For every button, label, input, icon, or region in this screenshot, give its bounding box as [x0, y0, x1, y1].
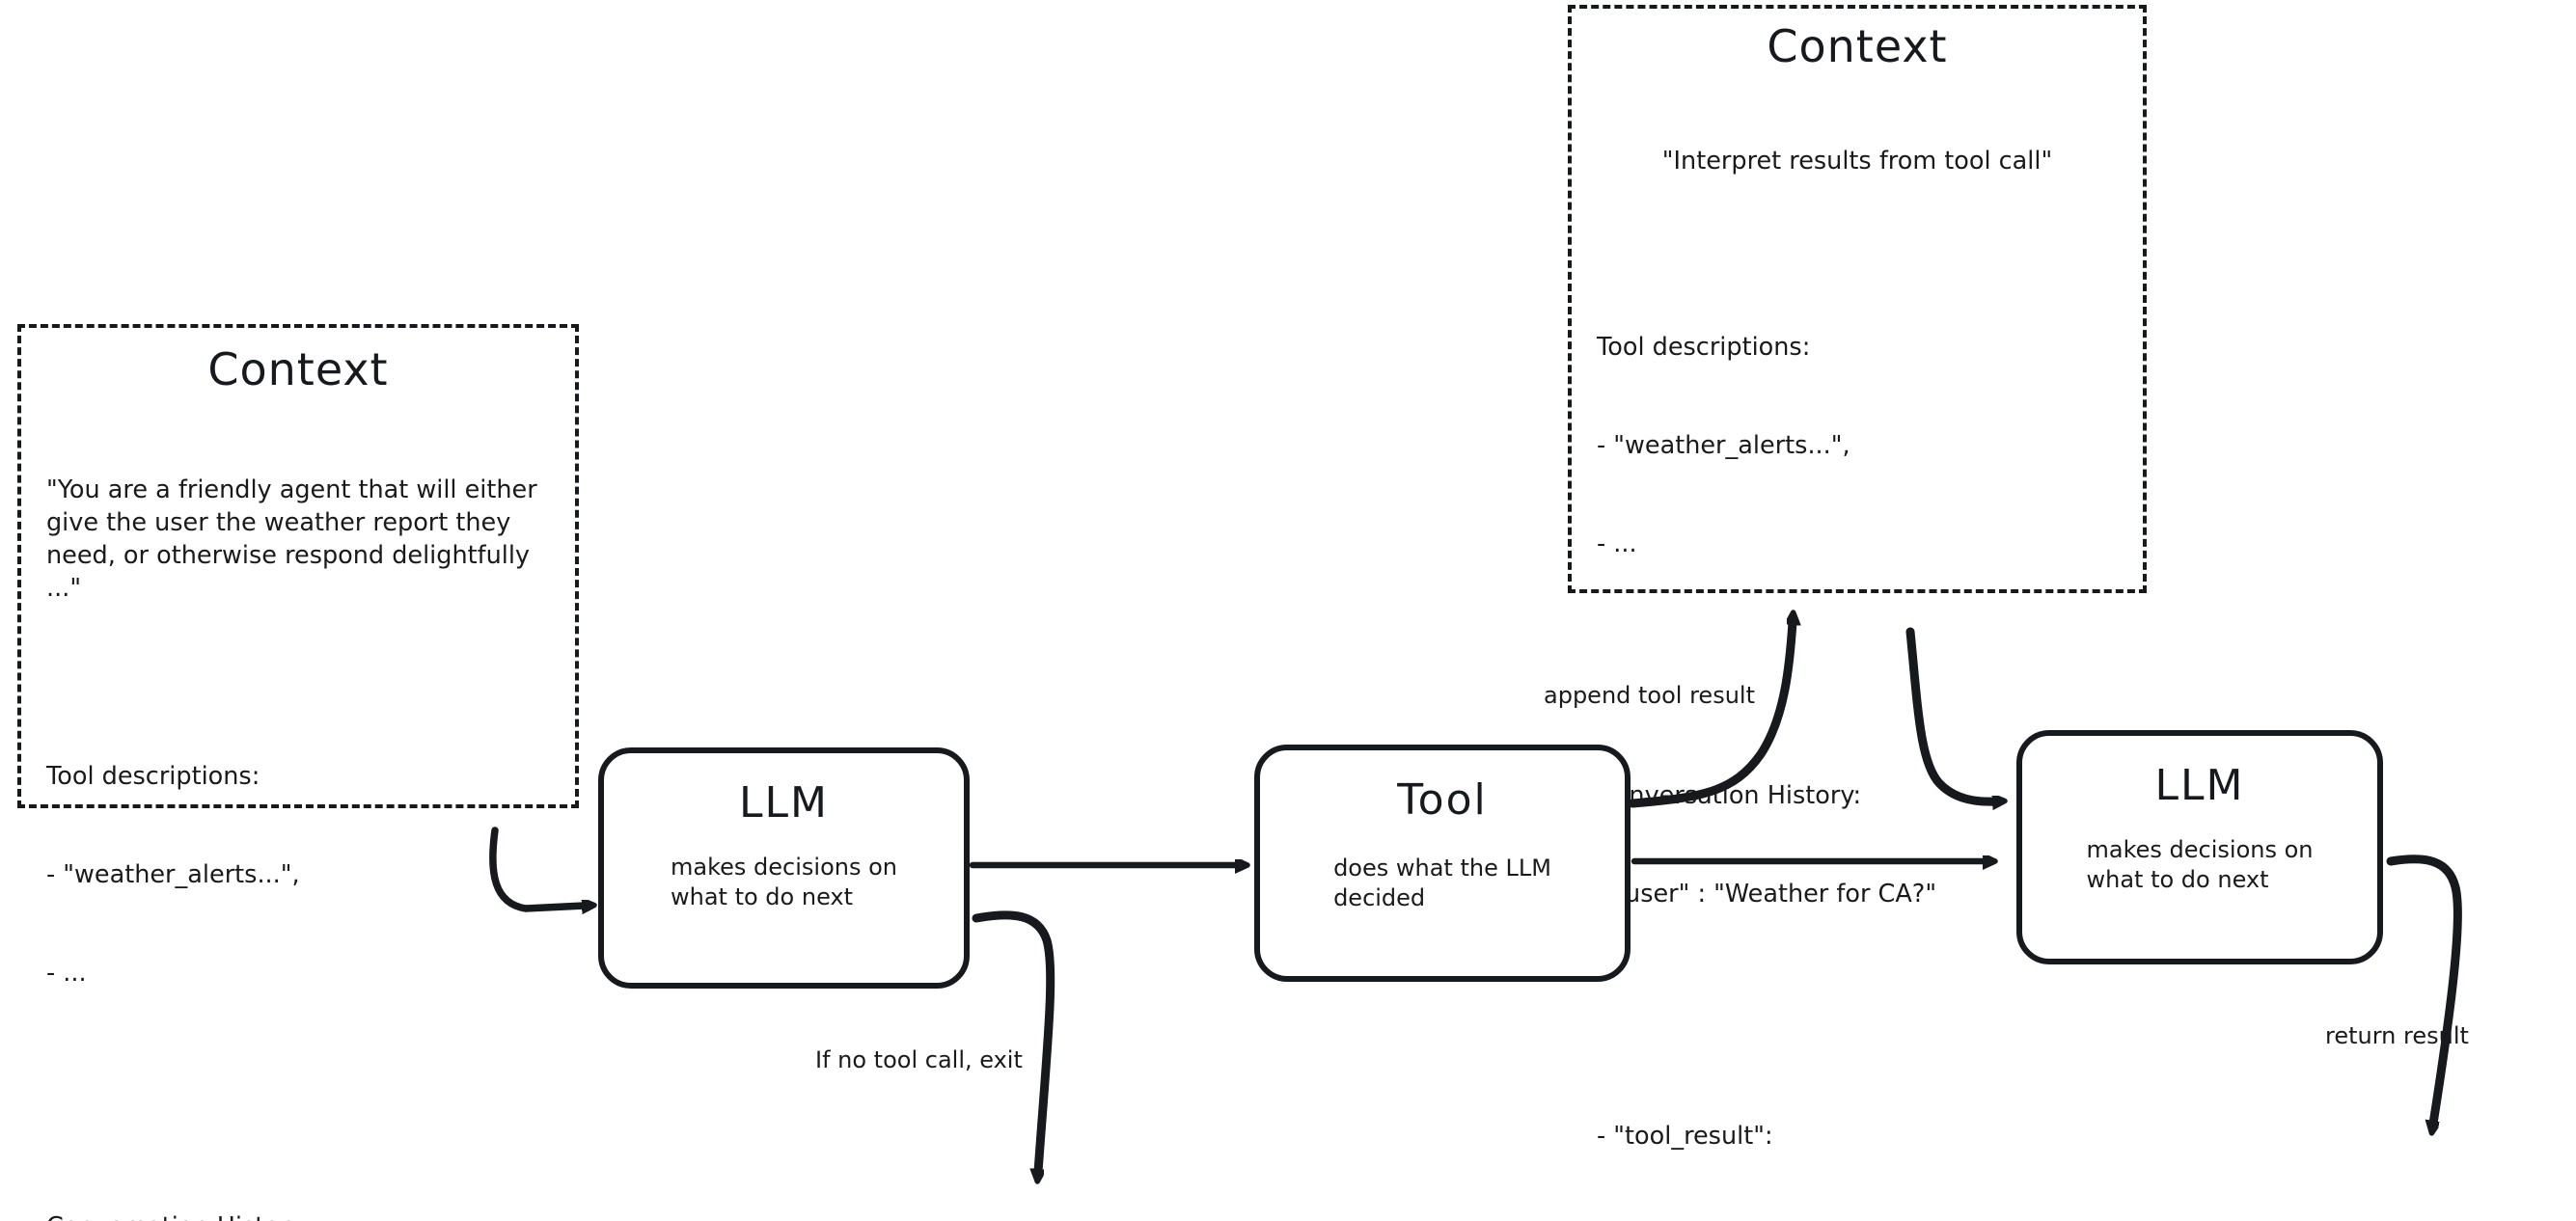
context-card-left: Context "You are a friendly agent that w…	[17, 324, 579, 1221]
context-right-tool-header: Tool descriptions:	[1597, 333, 1811, 363]
node-llm-1-subtitle: makes decisions on what to do next	[671, 854, 897, 910]
context-right-tool-item-1: - "weather_alerts...",	[1597, 431, 1850, 461]
node-llm-2[interactable]: LLM makes decisions on what to do next	[2016, 730, 2383, 964]
context-right-body: "Interpret results from tool call" Tool …	[1597, 80, 2118, 1221]
context-right-title: Context	[1767, 20, 1948, 72]
context-left-history-header: Conversation History:	[46, 1211, 550, 1221]
context-left-system-prompt: "You are a friendly agent that will eith…	[46, 475, 545, 603]
context-left-tool-header: Tool descriptions:	[46, 762, 260, 792]
context-right-tool-result: - "tool_result": { "state": "CA", [ { "r…	[1597, 1055, 2118, 1221]
node-tool-subtitle: does what the LLM decided	[1333, 855, 1551, 911]
context-left-history: Conversation History: - "user" : "Weathe…	[46, 1146, 550, 1221]
context-right-tools: Tool descriptions: - "weather_alerts..."…	[1597, 267, 2118, 627]
context-right-tool-result-label: - "tool_result":	[1597, 1122, 1773, 1152]
context-left-tools: Tool descriptions: - "weather_alerts..."…	[46, 695, 550, 1055]
context-left-tool-item-1: - "weather_alerts...",	[46, 859, 300, 889]
node-llm-2-title: LLM	[2154, 761, 2245, 810]
node-llm-2-subtitle: makes decisions on what to do next	[2086, 836, 2314, 893]
node-tool[interactable]: Tool does what the LLM decided	[1254, 745, 1631, 982]
context-right-tool-result-line-1: { "state": "CA",	[1597, 1219, 2118, 1221]
context-right-history-header: Conversation History:	[1597, 781, 1862, 811]
arrow-llm2-return-result	[2386, 855, 2462, 1124]
edge-label-append-tool-result: append tool result	[1544, 682, 1755, 709]
node-llm-1[interactable]: LLM makes decisions on what to do next	[598, 747, 970, 989]
edge-label-return-result: return result	[2325, 1022, 2469, 1049]
context-card-right: Context "Interpret results from tool cal…	[1568, 5, 2147, 1221]
context-right-system-prompt: "Interpret results from tool call"	[1661, 146, 2053, 176]
arrow-llm1-exit	[972, 910, 1055, 1172]
node-llm-1-title: LLM	[739, 778, 829, 828]
context-right-tool-item-2: - ...	[1597, 529, 1637, 558]
context-left-tool-item-2: - ...	[46, 958, 87, 988]
node-tool-title: Tool	[1397, 775, 1488, 825]
context-left-title: Context	[207, 343, 389, 395]
edge-label-if-no-tool-call-exit: If no tool call, exit	[815, 1046, 1023, 1073]
context-left-body: "You are a friendly agent that will eith…	[46, 409, 550, 1221]
